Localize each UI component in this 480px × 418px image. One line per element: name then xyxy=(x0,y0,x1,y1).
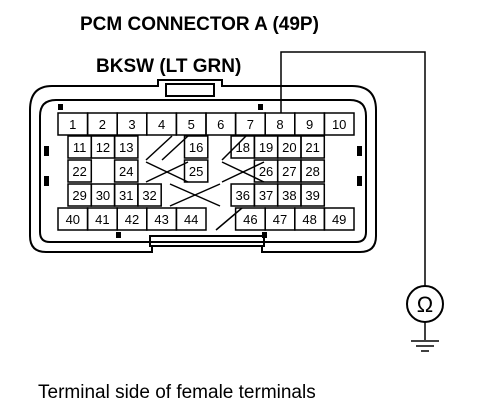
terminal-number: 42 xyxy=(125,212,139,227)
terminal-cell xyxy=(323,207,355,231)
caption: Terminal side of female terminals xyxy=(38,382,316,403)
connector-housing xyxy=(29,79,377,253)
terminal-number: 13 xyxy=(119,140,133,155)
ohm-symbol: Ω xyxy=(417,292,433,317)
terminal-number: 6 xyxy=(217,117,224,132)
terminal-number: 2 xyxy=(99,117,106,132)
terminal-number: 48 xyxy=(302,212,316,227)
terminal-number: 40 xyxy=(66,212,80,227)
terminal-number: 36 xyxy=(236,188,250,203)
terminal-number: 18 xyxy=(236,140,250,155)
probe-wire xyxy=(280,51,426,286)
terminal-number: 5 xyxy=(188,117,195,132)
ohmmeter-icon: Ω xyxy=(406,285,444,323)
terminal-number: 20 xyxy=(282,140,296,155)
terminal-number: 8 xyxy=(276,117,283,132)
terminal-number: 47 xyxy=(273,212,287,227)
terminal-number: 11 xyxy=(73,140,87,155)
terminal-cell xyxy=(175,207,207,231)
terminal-number: 29 xyxy=(72,188,86,203)
terminal-cell xyxy=(137,183,162,207)
terminal-number: 24 xyxy=(119,164,133,179)
terminal-number: 16 xyxy=(189,140,203,155)
terminal-number: 27 xyxy=(282,164,296,179)
terminal-number: 28 xyxy=(305,164,319,179)
terminal-cell xyxy=(300,159,326,183)
terminal-number: 10 xyxy=(332,117,346,132)
connector-title: PCM CONNECTOR A (49P) xyxy=(80,14,319,35)
terminal-number: 38 xyxy=(282,188,296,203)
terminal-number: 49 xyxy=(332,212,346,227)
terminal-cell xyxy=(323,112,355,136)
terminal-number: 4 xyxy=(158,117,165,132)
locking-tabs xyxy=(44,104,362,238)
terminal-number: 9 xyxy=(306,117,313,132)
terminal-number: 31 xyxy=(119,188,133,203)
blank-position-marks xyxy=(145,135,265,231)
terminal-number: 44 xyxy=(184,212,198,227)
terminal-number: 7 xyxy=(247,117,254,132)
terminal-number: 22 xyxy=(72,164,86,179)
terminal-number: 46 xyxy=(243,212,257,227)
terminal-number: 19 xyxy=(259,140,273,155)
terminal-number: 30 xyxy=(96,188,110,203)
terminal-number: 21 xyxy=(305,140,319,155)
terminal-cell xyxy=(113,135,139,159)
wire-label: BKSW (LT GRN) xyxy=(96,56,241,77)
terminal-number: 37 xyxy=(259,188,273,203)
terminal-cell xyxy=(300,135,326,159)
terminal-number: 1 xyxy=(69,117,76,132)
terminal-cell xyxy=(67,159,93,183)
terminal-cell xyxy=(183,135,209,159)
terminal-cell xyxy=(183,159,209,183)
terminal-number: 12 xyxy=(96,140,110,155)
terminal-number: 26 xyxy=(259,164,273,179)
terminal-number: 32 xyxy=(142,188,156,203)
terminal-number: 25 xyxy=(189,164,203,179)
terminal-cell xyxy=(300,183,326,207)
terminal-number: 3 xyxy=(128,117,135,132)
terminal-cell xyxy=(113,159,139,183)
terminal-number: 41 xyxy=(95,212,109,227)
terminal-number: 43 xyxy=(154,212,168,227)
ground-icon xyxy=(411,340,439,352)
terminal-number: 39 xyxy=(305,188,319,203)
